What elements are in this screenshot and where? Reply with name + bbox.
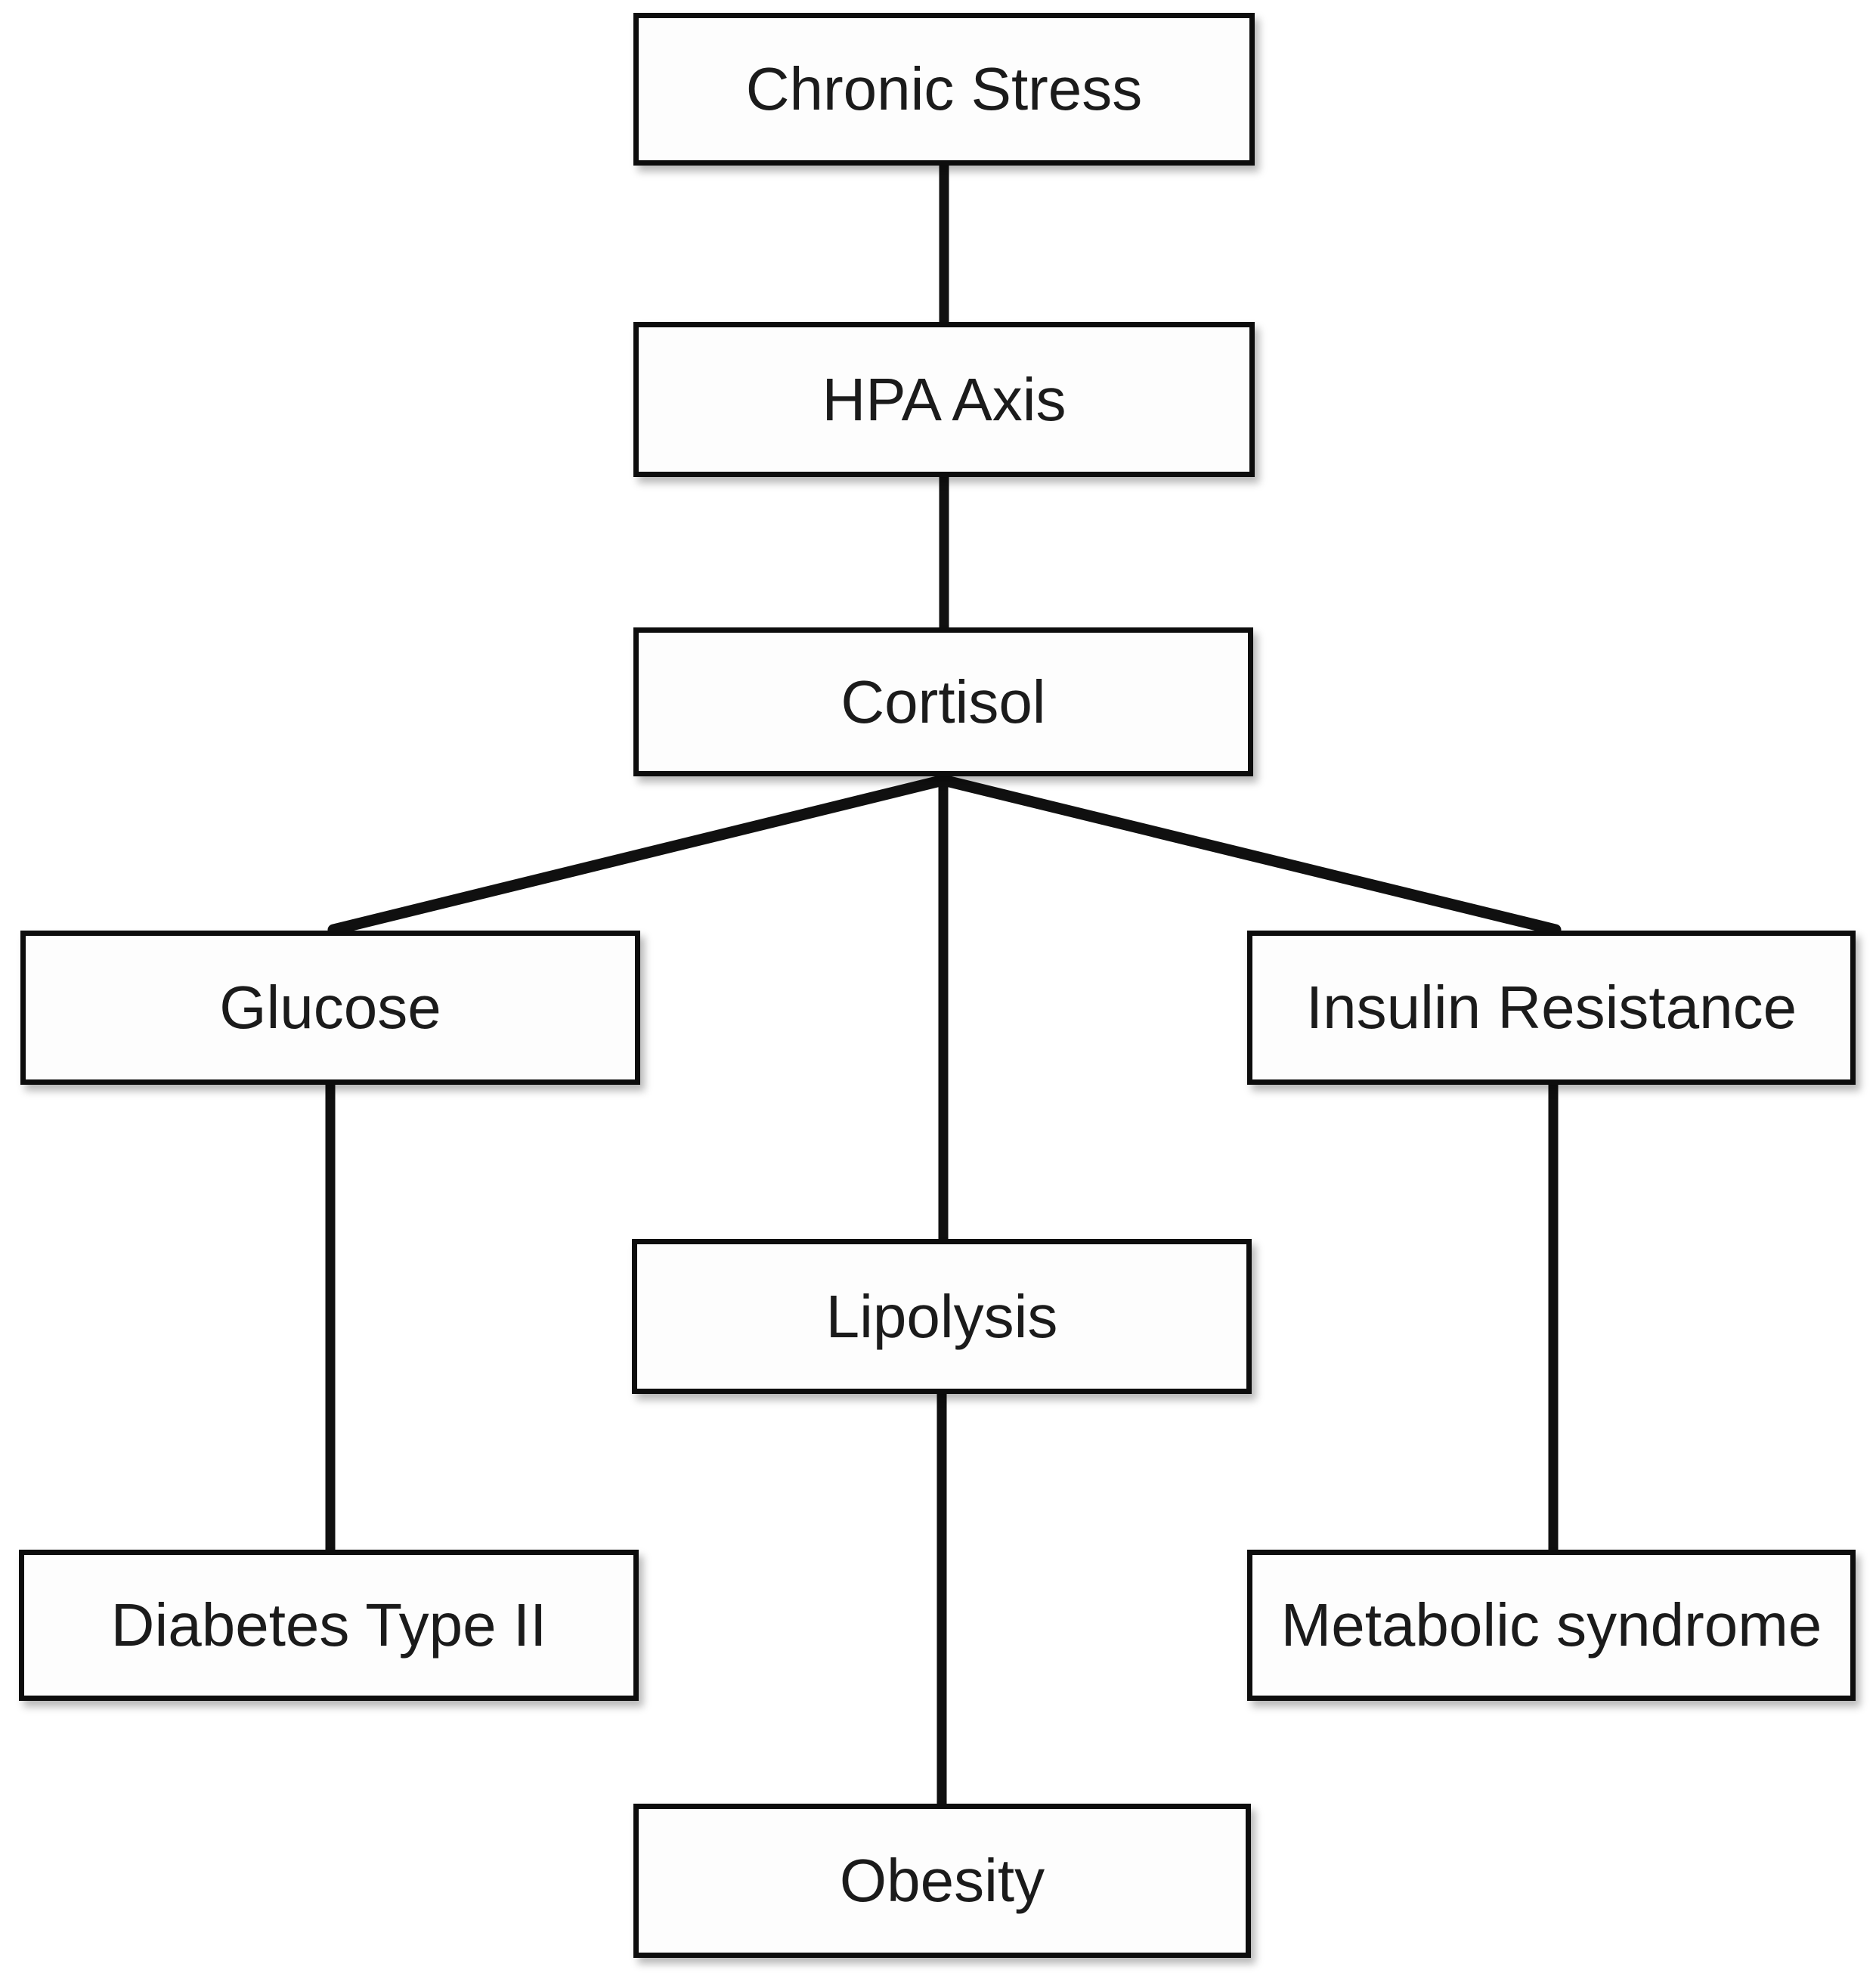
node-cortisol: Cortisol: [633, 627, 1253, 776]
node-chronic-stress-label: Chronic Stress: [745, 55, 1143, 122]
node-diabetes-type-ii: Diabetes Type II: [19, 1550, 639, 1701]
node-diabetes-type-ii-label: Diabetes Type II: [110, 1591, 547, 1659]
node-insulin-resistance: Insulin Resistance: [1247, 931, 1856, 1085]
node-glucose: Glucose: [20, 931, 640, 1085]
node-cortisol-label: Cortisol: [840, 667, 1046, 736]
node-insulin-resistance-label: Insulin Resistance: [1305, 974, 1797, 1041]
node-metabolic-syndrome: Metabolic syndrome: [1247, 1550, 1856, 1701]
node-hpa-axis-label: HPA Axis: [822, 365, 1066, 433]
node-chronic-stress: Chronic Stress: [633, 13, 1255, 166]
node-lipolysis: Lipolysis: [632, 1239, 1252, 1394]
node-lipolysis-label: Lipolysis: [825, 1282, 1058, 1350]
node-hpa-axis: HPA Axis: [633, 322, 1255, 477]
node-obesity: Obesity: [633, 1804, 1251, 1958]
node-metabolic-syndrome-label: Metabolic syndrome: [1280, 1591, 1822, 1659]
edge-cortisol-to-insulin-resistance: [937, 774, 1562, 936]
edge-cortisol-to-glucose: [327, 774, 949, 936]
node-glucose-label: Glucose: [219, 974, 441, 1041]
node-obesity-label: Obesity: [839, 1847, 1045, 1914]
